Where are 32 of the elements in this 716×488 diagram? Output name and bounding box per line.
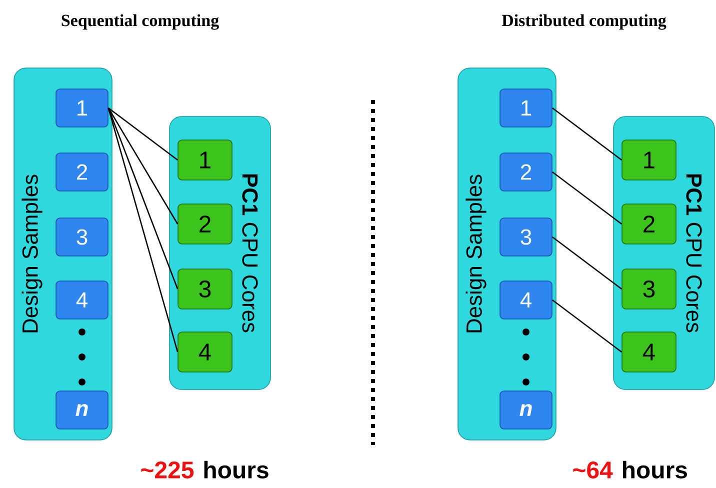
- core-box: 3: [622, 268, 676, 310]
- time-value: ~64: [573, 462, 613, 478]
- heading: Distributed computing: [502, 14, 666, 30]
- connector-line: [552, 299, 622, 352]
- core-box: 3: [178, 268, 232, 310]
- connector-line: [108, 108, 178, 290]
- connector-line: [552, 236, 622, 290]
- sample-box: n: [500, 390, 552, 430]
- sample-box: n: [56, 390, 108, 430]
- time-unit: hours: [204, 460, 268, 478]
- connector-line: [108, 108, 178, 352]
- connector-line: [108, 107, 178, 161]
- heading: Sequential computing: [62, 14, 219, 30]
- core-box: 4: [178, 332, 232, 372]
- sample-box: 1: [56, 88, 108, 128]
- core-box: 2: [622, 204, 676, 244]
- connector-line: [552, 171, 622, 225]
- sample-box: 2: [500, 152, 552, 192]
- core-box: 2: [178, 204, 232, 244]
- sample-box: 3: [500, 218, 552, 256]
- sample-box: 4: [56, 280, 108, 320]
- connector-line: [108, 108, 178, 224]
- core-box: 4: [622, 332, 676, 372]
- time-unit: hours: [622, 460, 687, 478]
- sample-box: 1: [500, 88, 552, 128]
- connector-line: [552, 107, 622, 161]
- sample-box: 4: [500, 280, 552, 320]
- sample-box: 2: [56, 152, 108, 192]
- core-box: 1: [622, 140, 676, 180]
- time-value: ~225: [141, 462, 194, 478]
- sample-box: 3: [56, 218, 108, 256]
- core-box: 1: [178, 140, 232, 180]
